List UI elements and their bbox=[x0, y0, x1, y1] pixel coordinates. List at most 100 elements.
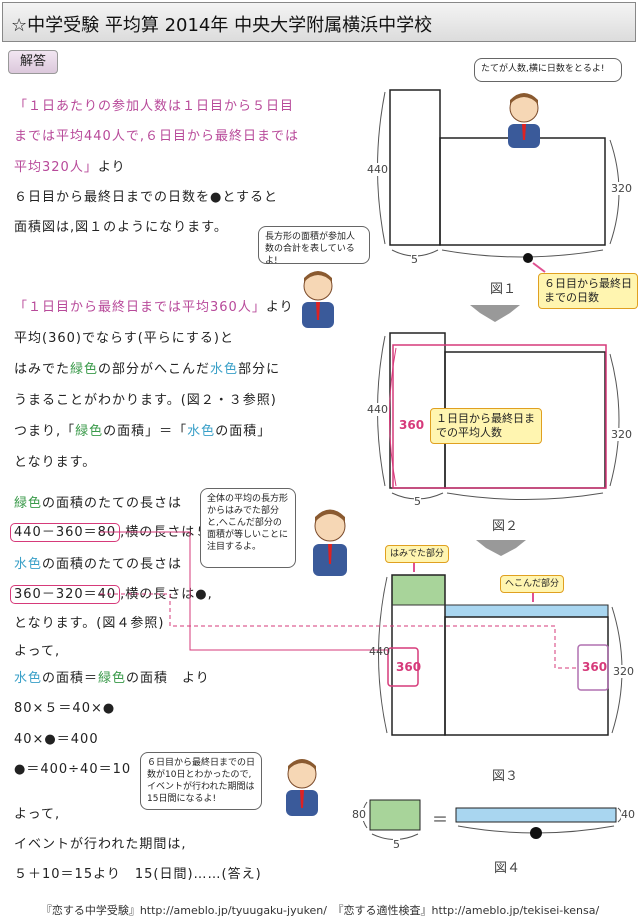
text-line: 「１日目から最終日までは平均360人」より bbox=[14, 296, 294, 315]
answer-tag: 解答 bbox=[8, 50, 58, 74]
fig4-green-rect bbox=[369, 799, 421, 831]
fig3-avg-box-right bbox=[577, 644, 609, 691]
fig2-callout: １日目から最終日までの平均人数 bbox=[430, 408, 542, 444]
text-line: ６日目から最終日までの日数を●とすると bbox=[14, 190, 278, 205]
down-arrow bbox=[470, 305, 520, 313]
fig2-avg-value: 360 bbox=[399, 418, 425, 432]
connector-line-dashed bbox=[100, 593, 578, 669]
text-span: の面積のたての長さは bbox=[42, 496, 183, 511]
fig3-green-excess bbox=[391, 574, 446, 606]
text-span: 部分に bbox=[238, 362, 281, 377]
fig1-right-height: 320 bbox=[611, 182, 632, 195]
text-line: 平均(360)でならす(平らにする)と bbox=[14, 331, 234, 346]
text-span: はみでた bbox=[14, 362, 71, 377]
text-span: 水色 bbox=[210, 362, 239, 377]
text-span: つまり,「 bbox=[14, 424, 76, 439]
text-span: 平均320人」 bbox=[14, 160, 98, 175]
boxed-expression: 360－320＝40 bbox=[10, 585, 121, 604]
teacher-avatar bbox=[492, 86, 556, 150]
fig3-avg-right: 360 bbox=[582, 660, 608, 674]
text-span: の部分がへこんだ bbox=[98, 362, 211, 377]
fig3-avg-left: 360 bbox=[396, 660, 422, 674]
fig1-width: 5 bbox=[411, 253, 418, 266]
fig1-left-rect bbox=[389, 89, 441, 246]
fig2-label: 図２ bbox=[492, 519, 519, 534]
fig2-avg-brace bbox=[389, 347, 397, 487]
fig4-blue-rect bbox=[455, 807, 617, 823]
text-line: よって, bbox=[14, 807, 61, 822]
fig4-unknown-dot bbox=[530, 827, 542, 839]
fig1-unknown-dot bbox=[523, 253, 533, 263]
figure-4 bbox=[362, 799, 623, 840]
fig3-label: 図３ bbox=[492, 769, 519, 784]
text-line: ●＝400÷40＝10 bbox=[14, 762, 132, 777]
down-arrow-head bbox=[480, 313, 510, 322]
fig1-label: 図１ bbox=[490, 282, 517, 297]
text-span: 水色 bbox=[14, 557, 43, 572]
text-span: の面積」 bbox=[215, 424, 272, 439]
speech-bubble: ６日目から最終日までの日数が10日とわかったので,イベントが行われた期間は15日… bbox=[140, 752, 262, 810]
text-span: の面積」＝「 bbox=[103, 424, 188, 439]
speech-bubble: たてが人数,横に日数をとるよ! bbox=[474, 58, 622, 82]
text-line: はみでた緑色の部分がへこんだ水色部分に bbox=[14, 358, 280, 377]
text-line: までは平均440人で,６日目から最終日までは bbox=[14, 129, 299, 144]
teacher-avatar bbox=[270, 752, 334, 818]
text-span: 緑色 bbox=[14, 496, 43, 511]
fig3-blue-deficit bbox=[444, 604, 609, 618]
speech-bubble: 全体の平均の長方形からはみでた部分と,へこんだ部分の面積が等しいことに注目するよ… bbox=[200, 488, 296, 568]
fig1-callout: ６日目から最終日までの日数 bbox=[538, 273, 638, 309]
fig3-left-height: 440 bbox=[369, 645, 390, 658]
text-line: 水色の面積＝緑色の面積 より bbox=[14, 667, 210, 686]
text-line: となります。(図４参照) bbox=[14, 616, 165, 631]
speech-bubble: 長方形の面積が参加人数の合計を表しているよ! bbox=[258, 226, 370, 266]
text-span: 緑色 bbox=[70, 362, 99, 377]
text-span: 「１日目から最終日までは平均360人」 bbox=[14, 300, 266, 315]
footer: 『恋する中学受験』http://ameblo.jp/tyuugaku-jyuke… bbox=[40, 904, 600, 917]
text-line: 40×●＝400 bbox=[14, 732, 99, 747]
text-line: 80×５＝40×● bbox=[14, 701, 116, 716]
fig3-avg-box-left bbox=[387, 647, 419, 687]
fig2-right-brace bbox=[609, 353, 620, 487]
text-line: イベントが行われた期間は, bbox=[14, 837, 187, 852]
fig4-equals: ＝ bbox=[432, 806, 449, 830]
title-bar: ☆中学受験 平均算 2014年 中央大学附属横浜中学校 bbox=[2, 2, 636, 42]
text-span: より bbox=[265, 300, 294, 315]
text-span: の面積 より bbox=[126, 671, 210, 686]
fig1-right-rect bbox=[439, 137, 606, 246]
fig3-tag-green: はみでた部分 bbox=[385, 545, 450, 563]
fig4-green-height: 80 bbox=[352, 808, 366, 821]
fig1-arrow bbox=[532, 262, 546, 273]
text-line: 水色の面積のたての長さは bbox=[14, 553, 182, 572]
text-line: つまり,「緑色の面積」＝「水色の面積」 bbox=[14, 420, 271, 439]
text-line: となります。 bbox=[14, 455, 97, 470]
fig3-right-rect bbox=[444, 616, 609, 736]
down-arrow bbox=[476, 540, 526, 548]
text-line: 面積図は,図１のようになります。 bbox=[14, 220, 228, 235]
figure-2 bbox=[377, 332, 620, 500]
page-title: ☆中学受験 平均算 2014年 中央大学附属横浜中学校 bbox=[11, 15, 433, 36]
text-line: うまることがわかります。(図２・３参照) bbox=[14, 393, 277, 408]
fig4-green-width: 5 bbox=[393, 838, 400, 851]
text-span: 緑色 bbox=[98, 671, 127, 686]
text-line: 平均320人」より bbox=[14, 156, 126, 175]
text-line: 「１日あたりの参加人数は１日目から５日目 bbox=[14, 99, 295, 114]
text-span: 水色 bbox=[187, 424, 216, 439]
boxed-expression: 440－360＝80 bbox=[10, 523, 121, 542]
text-span: の面積＝ bbox=[42, 671, 99, 686]
fig4-blue-height: 40 bbox=[621, 808, 635, 821]
text-line: ５＋10＝15より 15(日間)……(答え) bbox=[14, 867, 262, 882]
text-line: 緑色の面積のたての長さは bbox=[14, 492, 182, 511]
fig2-avg-rect bbox=[392, 344, 607, 489]
text-line: よって, bbox=[14, 644, 61, 659]
teacher-avatar bbox=[298, 500, 362, 580]
fig2-right-height: 320 bbox=[611, 428, 632, 441]
fig1-bottom-brace-right bbox=[441, 249, 604, 258]
fig1-left-height: 440 bbox=[367, 163, 388, 176]
fig3-tag-blue: へこんだ部分 bbox=[500, 575, 565, 593]
text-span: 緑色 bbox=[75, 424, 104, 439]
text-span: より bbox=[97, 160, 126, 175]
fig2-left-height: 440 bbox=[367, 403, 388, 416]
down-arrow-head bbox=[486, 548, 516, 556]
teacher-avatar bbox=[286, 264, 350, 330]
figure-3 bbox=[378, 560, 623, 736]
